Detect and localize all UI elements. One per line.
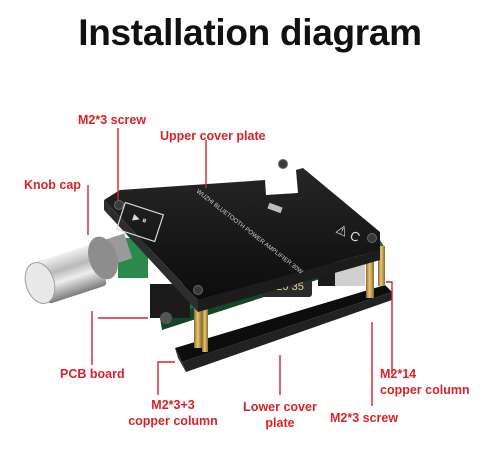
label-m2x14-line1: M2*14 — [380, 367, 417, 381]
lower-cover-plate-shape — [175, 285, 392, 372]
label-upper-cover-plate: Upper cover plate — [160, 129, 266, 143]
copper-columns — [194, 238, 385, 352]
label-m2x3-screw-bottom: M2*3 screw — [330, 411, 399, 425]
label-m2x14-line2: copper column — [380, 383, 470, 397]
page-title: Installation diagram — [78, 12, 422, 53]
label-pcb-board: PCB board — [60, 367, 125, 381]
svg-text:▶ ⏸: ▶ ⏸ — [132, 212, 148, 226]
label-knob-cap: Knob cap — [24, 178, 81, 192]
label-lower-cover-plate: Lower cover plate — [228, 399, 332, 431]
label-m2x14-copper-column: M2*14 copper column — [380, 366, 470, 398]
label-m2x3-3-line2: copper column — [128, 414, 218, 428]
upper-cover-plate-shape: ▶ ⏸ WUZHI BLUETOOTH POWER AMPLIFIER 30W … — [104, 159, 380, 312]
label-m2x3-3-line1: M2*3+3 — [151, 398, 195, 412]
label-m2x3-3-copper-column: M2*3+3 copper column — [124, 397, 222, 429]
label-lower-cover-line1: Lower cover — [243, 400, 317, 414]
label-m2x3-screw-top: M2*3 screw — [78, 113, 147, 127]
label-lower-cover-line2: plate — [265, 416, 295, 430]
knob-cap-shape — [24, 233, 133, 304]
leader-lines — [87, 128, 393, 406]
